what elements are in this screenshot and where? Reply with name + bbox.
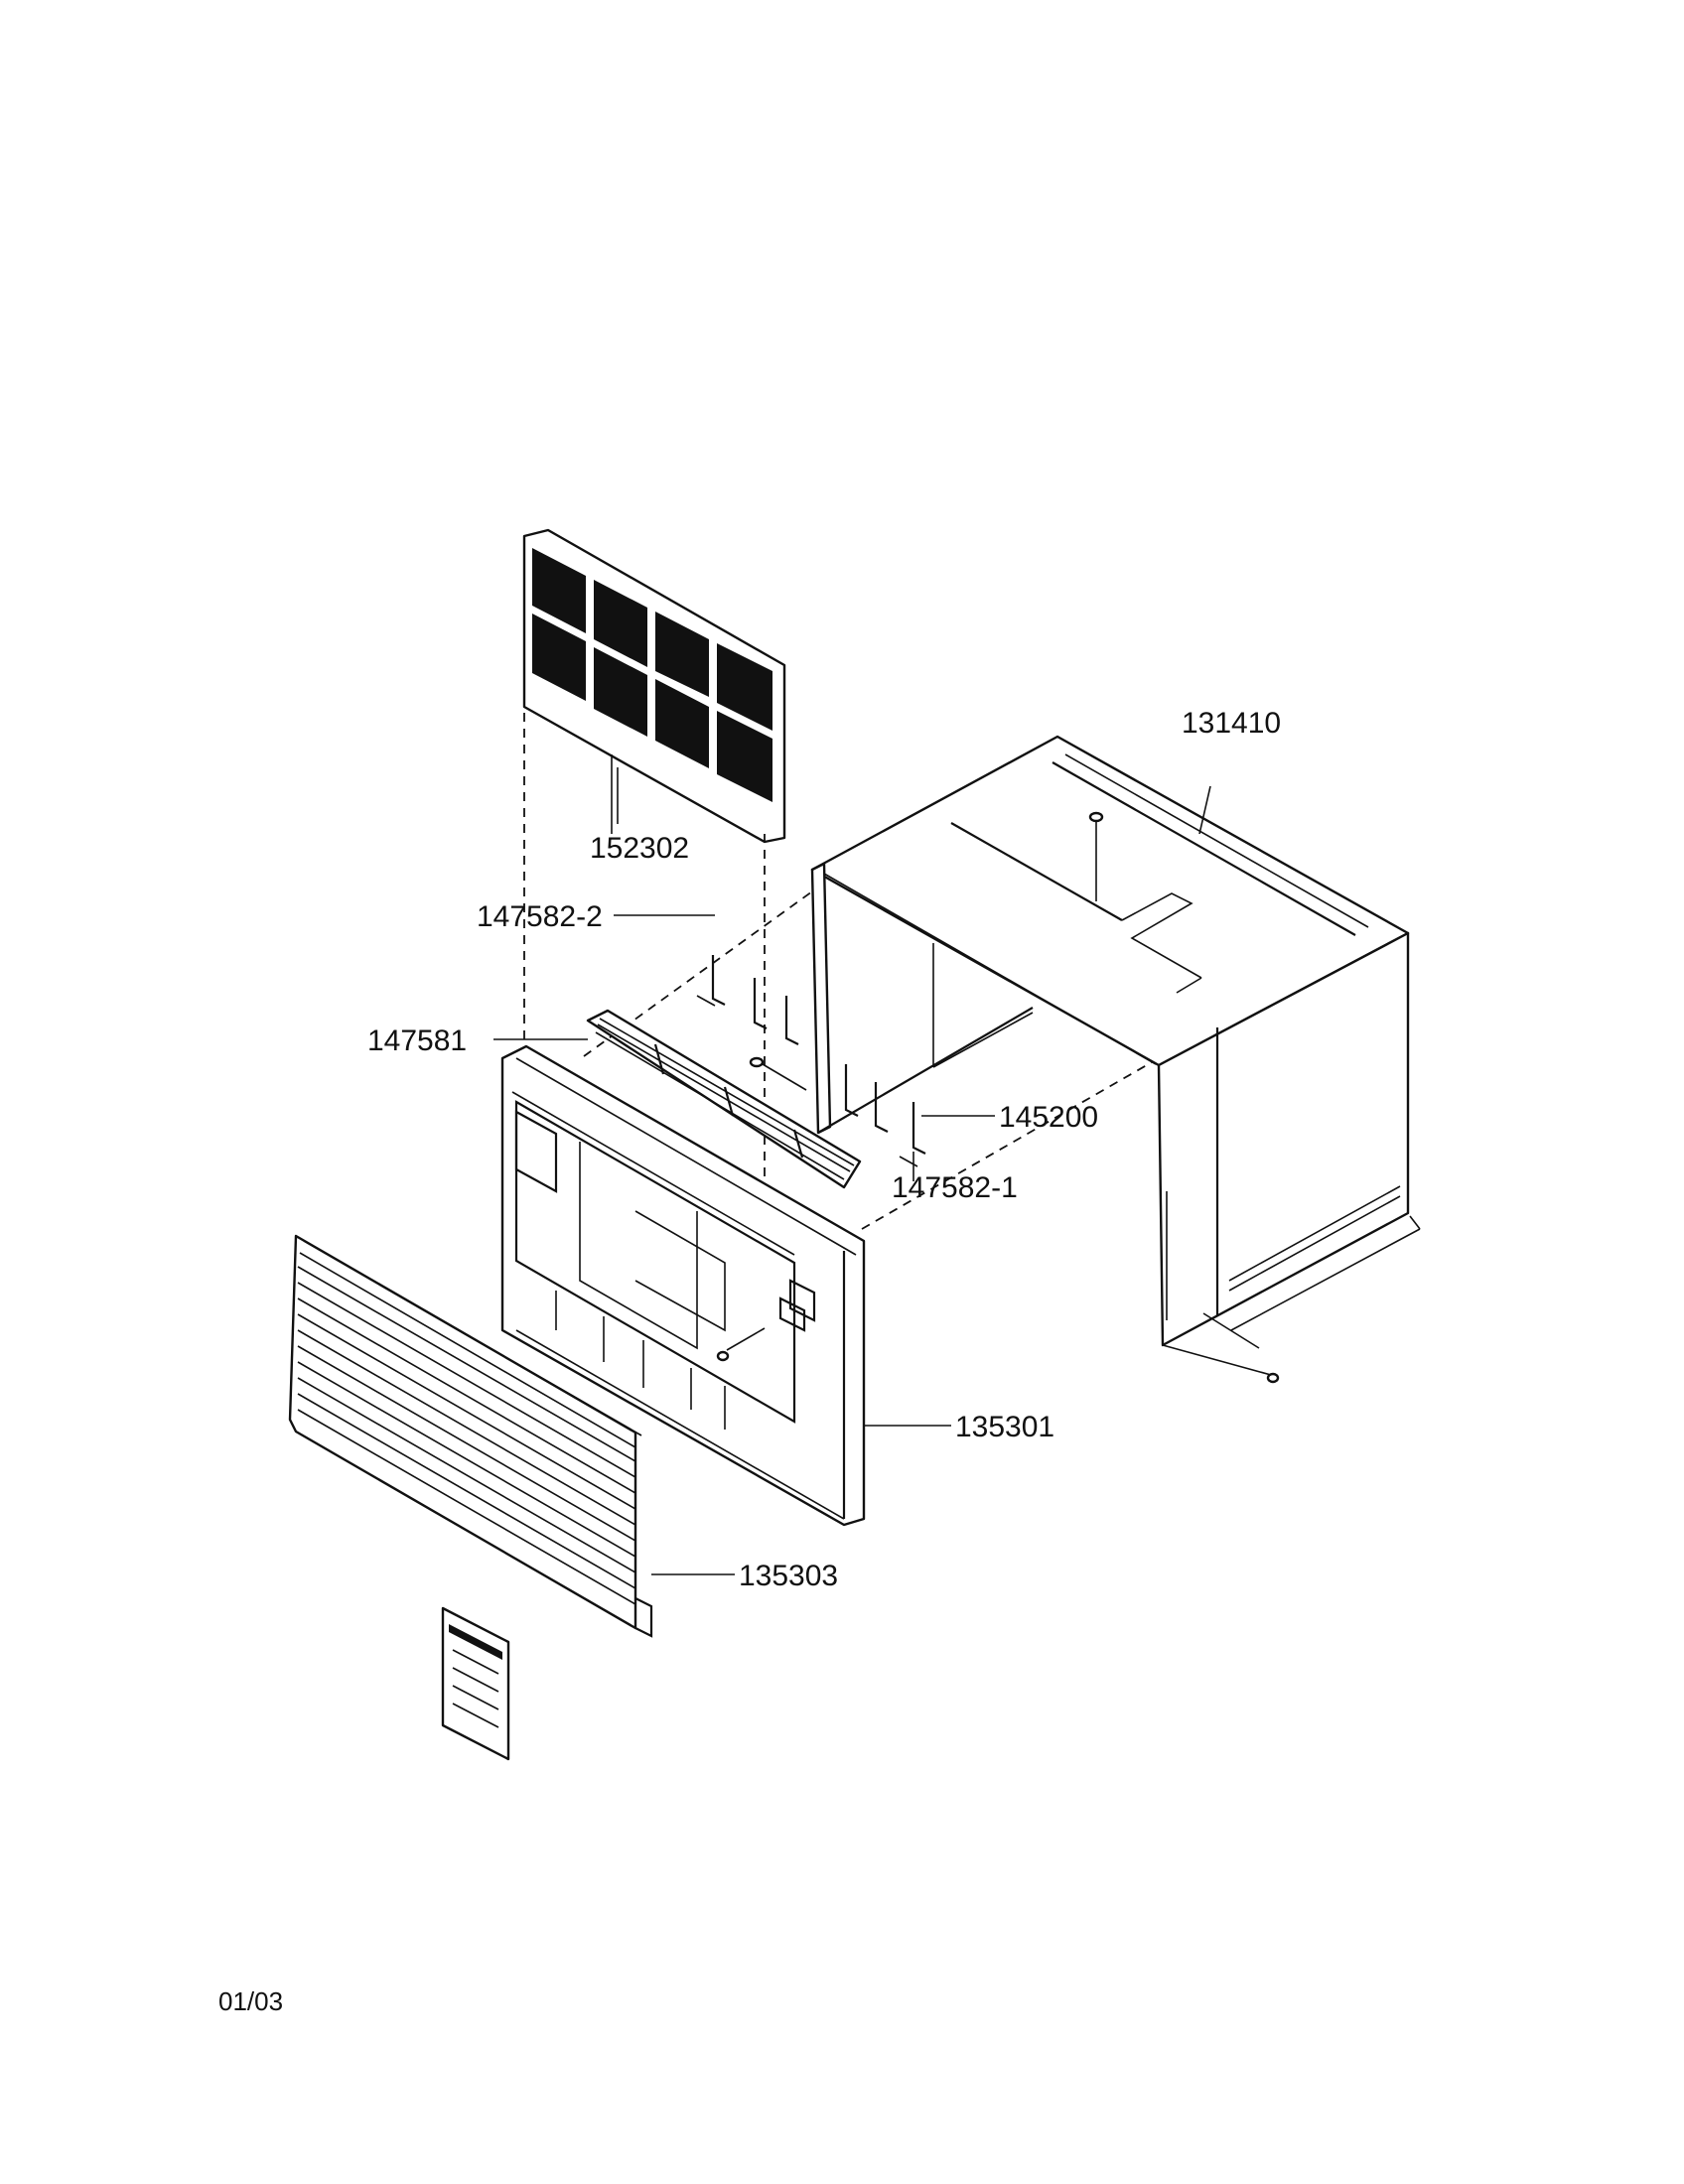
- bracket-right-set: [749, 1056, 926, 1167]
- leader-lines: [493, 767, 1211, 1575]
- label-cabinet: 131410: [1182, 707, 1281, 740]
- front-frame: [500, 1044, 866, 1527]
- label-bracket-right: 147582-1: [892, 1171, 1018, 1204]
- air-filter: [522, 528, 786, 844]
- label-grille: 135303: [739, 1560, 838, 1592]
- label-screw: 145200: [999, 1101, 1098, 1134]
- rating-label-plate: [441, 1606, 510, 1761]
- label-louver: 147581: [367, 1024, 467, 1057]
- air-louver: [586, 1009, 862, 1189]
- footer-code: 01/03: [218, 1986, 283, 2016]
- front-grille: [288, 1234, 653, 1638]
- cabinet-shell: [810, 735, 1421, 1384]
- label-front-frame: 135301: [955, 1411, 1054, 1443]
- bracket-left-set: [696, 955, 799, 1045]
- label-bracket-left: 147582-2: [477, 900, 603, 933]
- label-filter: 152302: [590, 832, 689, 865]
- assembly-guide-lines: [523, 697, 1153, 1230]
